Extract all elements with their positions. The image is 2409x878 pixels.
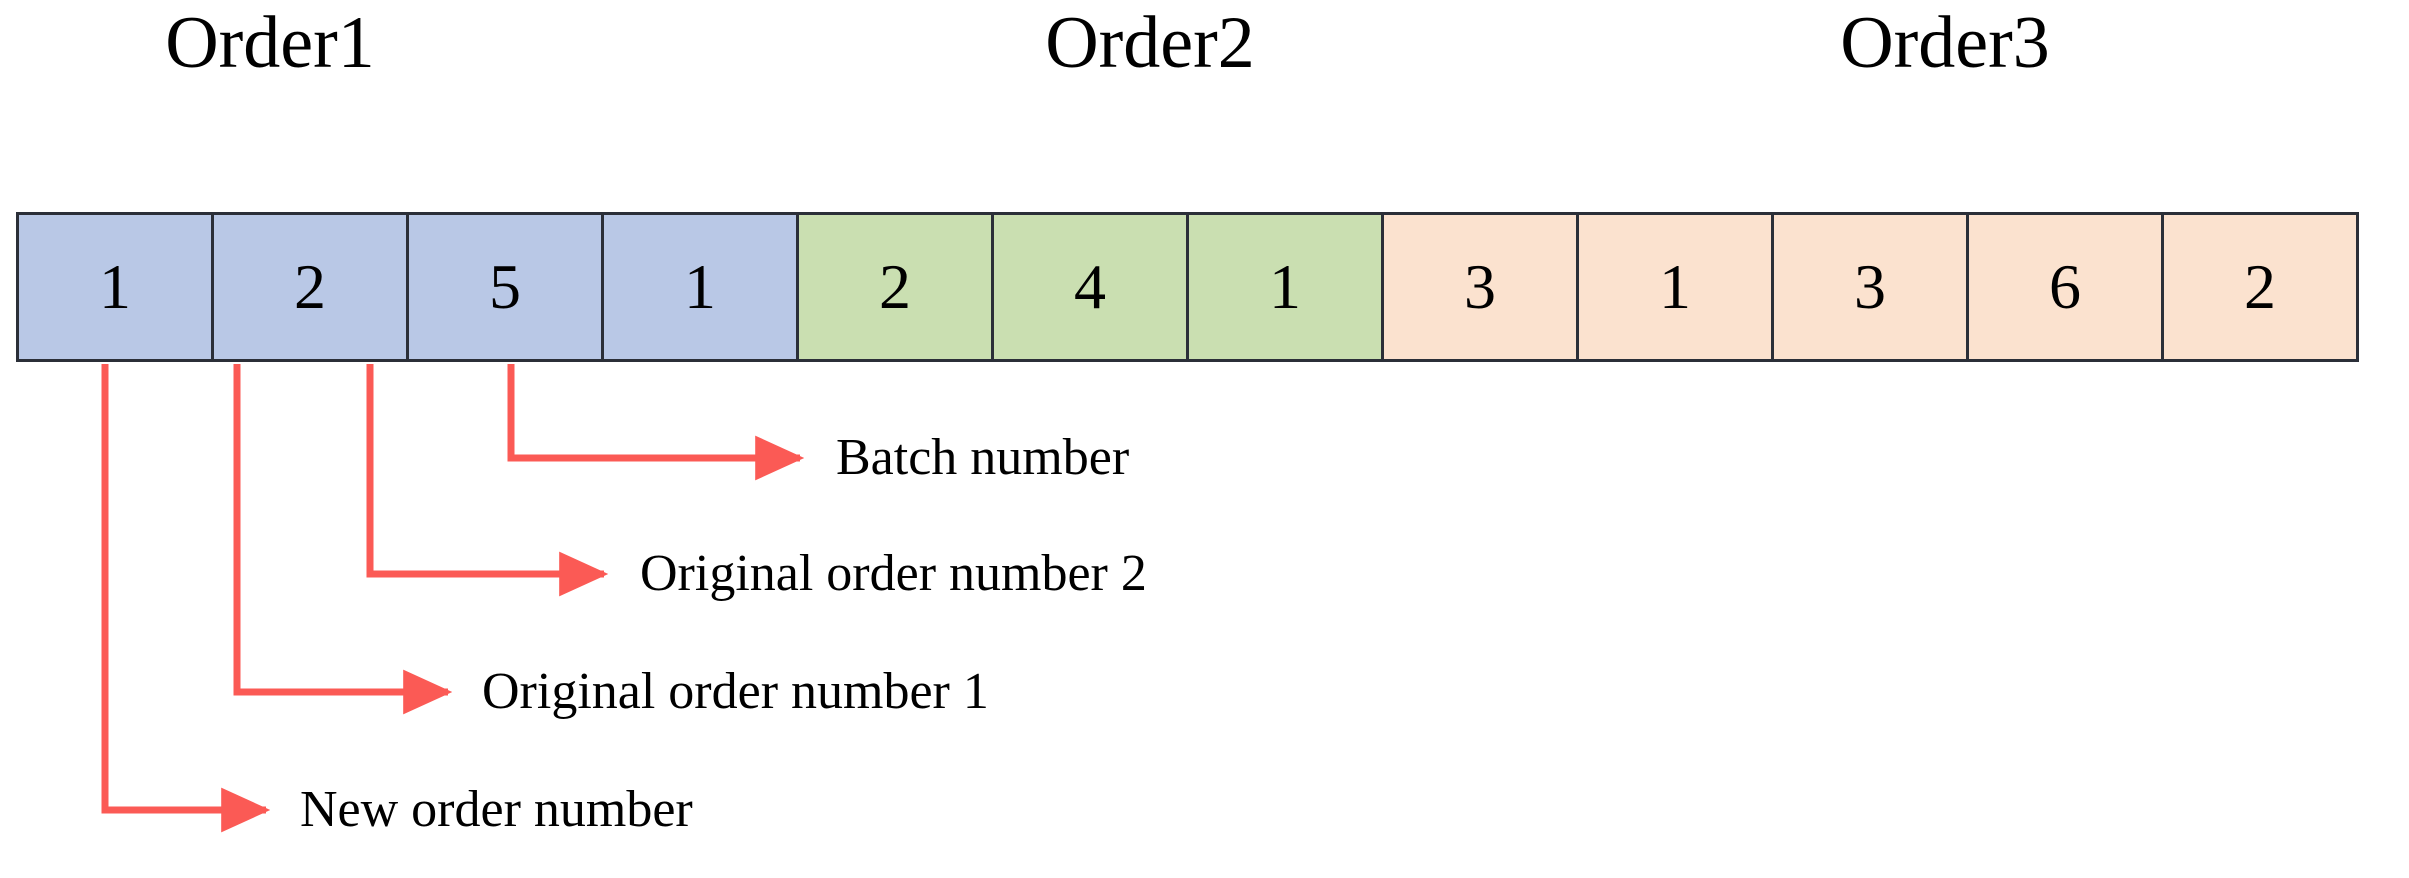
- encoding-cell: 6: [1966, 212, 2164, 362]
- encoding-cell: 3: [1381, 212, 1579, 362]
- encoding-cell: 1: [601, 212, 799, 362]
- encoding-cell: 3: [1771, 212, 1969, 362]
- callout-connector-batch-number: [507, 364, 805, 481]
- callout-label-original-order-2: Original order number 2: [640, 545, 1147, 602]
- encoding-cell: 2: [211, 212, 409, 362]
- callout-label-new-order-number: New order number: [300, 781, 693, 838]
- encoding-cell: 1: [16, 212, 214, 362]
- encoding-cell: 1: [1186, 212, 1384, 362]
- group-header-order1: Order1: [165, 2, 375, 84]
- encoding-cell: 2: [2161, 212, 2359, 362]
- callout-connector-new-order-number: [101, 364, 271, 833]
- encoding-cell-strip: 1 2 5 1 2 4 1 3 1 3 6 2: [16, 212, 2359, 362]
- callout-label-batch-number: Batch number: [836, 429, 1130, 486]
- callout-label-original-order-1: Original order number 1: [482, 663, 989, 720]
- group-header-order2: Order2: [1045, 2, 1255, 84]
- encoding-cell: 2: [796, 212, 994, 362]
- encoding-cell: 5: [406, 212, 604, 362]
- encoding-cell: 4: [991, 212, 1189, 362]
- callout-connector-original-order-1: [233, 364, 453, 715]
- group-header-order3: Order3: [1840, 2, 2050, 84]
- callout-connector-original-order-2: [366, 364, 609, 597]
- encoding-cell: 1: [1576, 212, 1774, 362]
